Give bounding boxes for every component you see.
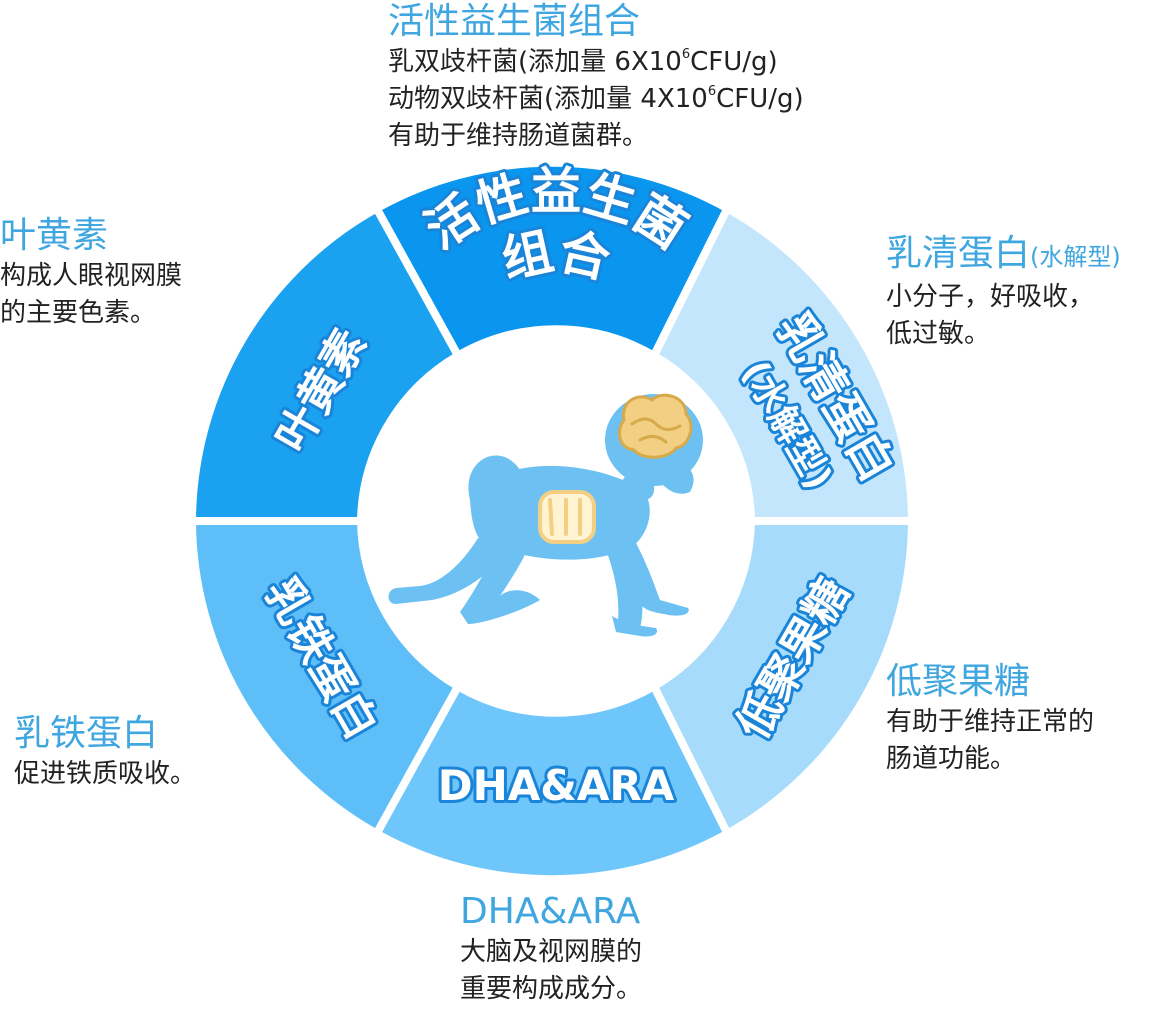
callout-whey-line-1: 小分子，好吸收， (886, 282, 1095, 312)
callout-whey-protein: 乳清蛋白(水解型) 小分子，好吸收， 低过敏。 (886, 232, 1121, 353)
segment-dha-ara (372, 682, 732, 884)
callout-whey-title: 乳清蛋白(水解型) (886, 233, 1121, 274)
callout-dha-ara: DHA&ARA 大脑及视网膜的 重要构成成分。 (460, 890, 642, 1008)
brain-icon (617, 393, 693, 459)
callout-probiotics-title: 活性益生菌组合 (388, 1, 641, 42)
callout-fos-title: 低聚果糖 (886, 661, 1031, 702)
callout-dha-line-2: 重要构成成分。 (460, 974, 643, 1004)
callout-lutein-title: 叶黄素 (0, 215, 109, 256)
segment-fos (650, 517, 916, 838)
callout-fos-line-2: 肠道功能。 (886, 744, 1017, 774)
callout-probiotics: 活性益生菌组合 乳双歧杆菌(添加量 6X106CFU/g) 动物双歧杆菌(添加量… (388, 0, 804, 155)
callout-probiotics-line-3: 有助于维持肠道菌群。 (388, 121, 649, 151)
segment-lactoferrin (188, 517, 462, 838)
callout-lutein: 叶黄素 构成人眼视网膜 的主要色素。 (0, 214, 182, 332)
segment-label-dha-ara: DHA&ARA (438, 761, 675, 810)
callout-fos: 低聚果糖 有助于维持正常的 肠道功能。 (886, 660, 1094, 778)
callout-lactoferrin-title: 乳铁蛋白 (14, 713, 159, 754)
callout-whey-line-2: 低过敏。 (886, 319, 991, 349)
callout-lactoferrin-line-1: 促进铁质吸收。 (14, 759, 197, 789)
callout-lactoferrin: 乳铁蛋白 促进铁质吸收。 (14, 712, 196, 793)
intestine-icon (538, 490, 596, 544)
segment-lutein (188, 204, 462, 525)
callout-probiotics-line-2: 动物双歧杆菌(添加量 4X106CFU/g) (388, 84, 804, 114)
segment-label-probiotics-line2: 组合 (497, 222, 615, 289)
segment-probiotics (372, 158, 732, 360)
callout-fos-line-1: 有助于维持正常的 (886, 707, 1095, 737)
callout-dha-title: DHA&ARA (460, 891, 641, 932)
callout-probiotics-line-1: 乳双歧杆菌(添加量 6X106CFU/g) (388, 47, 778, 77)
callout-lutein-line-1: 构成人眼视网膜 (0, 261, 183, 291)
segment-whey-protein (650, 204, 916, 525)
callout-lutein-line-2: 的主要色素。 (0, 298, 157, 328)
callout-dha-line-1: 大脑及视网膜的 (460, 937, 643, 967)
